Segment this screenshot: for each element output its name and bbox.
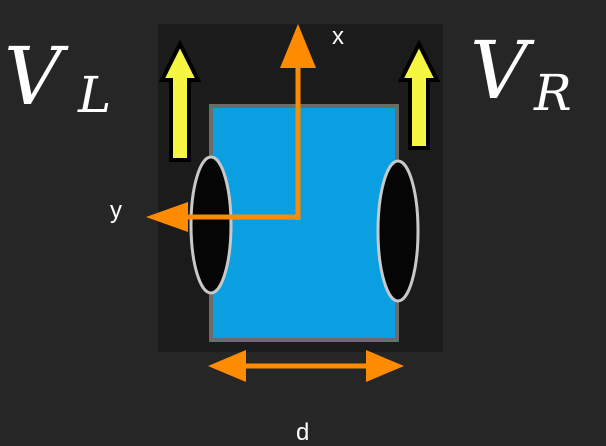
x-axis-arrow	[280, 24, 316, 220]
right-velocity-label: V	[470, 24, 535, 117]
right-wheel	[376, 159, 420, 303]
left-velocity-label: V	[4, 30, 69, 123]
left-velocity-arrow	[158, 39, 202, 162]
right-velocity-subscript: R	[533, 64, 572, 122]
left-velocity-subscript: L	[77, 66, 111, 124]
wheel-separation-arrow	[208, 350, 404, 382]
y-axis-arrow	[146, 202, 300, 232]
left-wheel	[189, 155, 233, 295]
robot-body	[209, 104, 399, 342]
right-velocity-arrow	[397, 39, 441, 150]
y-axis-label: y	[110, 197, 122, 224]
wheel-separation-label: d	[296, 419, 309, 446]
x-axis-label: x	[332, 23, 344, 50]
